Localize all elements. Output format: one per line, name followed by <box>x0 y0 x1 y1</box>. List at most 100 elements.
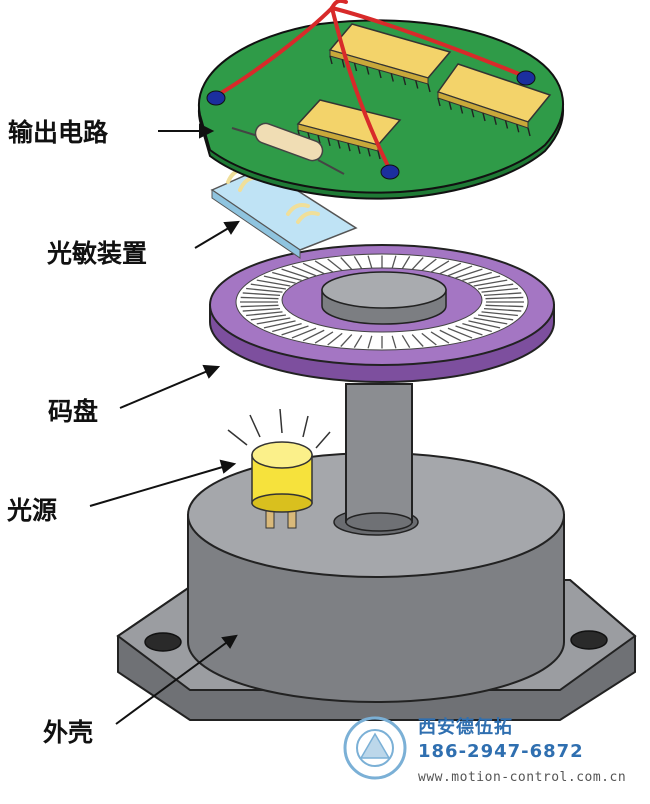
label-housing: 外壳 <box>43 718 94 747</box>
label-photosensitive-device: 光敏装置 <box>47 239 148 268</box>
disc-slot <box>240 296 279 300</box>
disc-slot <box>256 279 291 287</box>
disc-slot <box>401 335 411 348</box>
disc-slot <box>367 255 373 269</box>
disc-slot <box>281 268 309 279</box>
disc-slot <box>455 325 483 336</box>
watermark-logo-icon <box>343 716 407 780</box>
chip-pin <box>329 55 333 65</box>
disc-slot <box>263 320 296 329</box>
disc-slot <box>272 322 302 333</box>
disc-slot <box>468 320 501 329</box>
chip-top <box>328 23 452 85</box>
disc-slot <box>250 283 287 290</box>
photosensitive-sensor <box>210 167 358 259</box>
chip-pin <box>327 137 331 147</box>
shaft <box>345 383 413 532</box>
disc-slot <box>430 331 450 344</box>
disc-slot <box>250 314 287 321</box>
chip-pin <box>448 101 452 110</box>
chip-pins <box>297 55 531 160</box>
disc-slot <box>462 322 492 333</box>
chip-pin <box>437 97 441 107</box>
disc-slot <box>477 283 514 290</box>
disc-slot <box>242 307 281 312</box>
chip-pin <box>353 62 358 72</box>
disc-slot <box>483 307 522 312</box>
disc-slot <box>256 317 291 325</box>
disc-slot <box>240 304 279 308</box>
chip-pin <box>341 59 345 68</box>
label-output-circuit: 输出电路 <box>8 118 109 147</box>
disc-slot <box>483 292 522 297</box>
disc-slot <box>473 279 508 287</box>
disc-slot <box>340 334 353 347</box>
wires <box>214 0 526 172</box>
disc-slot <box>291 327 317 339</box>
leader-arrows <box>89 123 240 725</box>
chip-pin <box>390 73 394 82</box>
chip-pin <box>357 145 361 154</box>
disc-slot <box>421 332 437 346</box>
chip-pin <box>516 124 520 133</box>
disc-slot <box>314 331 334 344</box>
chip-pin <box>415 80 419 89</box>
chip-pin <box>427 83 431 93</box>
disc-slot <box>411 334 424 347</box>
chip-right <box>436 63 552 129</box>
disc-slot <box>468 275 501 284</box>
disc-slot <box>340 257 353 270</box>
disc-slot <box>314 260 334 273</box>
disc-slot <box>439 262 462 275</box>
chip-pin <box>366 66 370 75</box>
chip-pin <box>367 148 371 157</box>
watermark-url: www.motion-control.com.cn <box>418 770 627 785</box>
disc-slot <box>462 271 492 282</box>
output-circuit-board <box>197 0 564 200</box>
disc-slot <box>485 304 524 308</box>
disc-slot <box>367 335 373 349</box>
disc-slot <box>401 256 411 269</box>
disc-slot <box>421 258 437 272</box>
disc-slot <box>485 296 524 300</box>
chip-pin <box>377 150 381 160</box>
chip-pin <box>347 142 351 152</box>
disc-slot <box>447 265 473 277</box>
disc-slot <box>447 327 473 339</box>
disc-slot <box>430 260 450 273</box>
disc-slot <box>353 335 363 348</box>
disc-slot <box>291 265 317 277</box>
disc-slot-ring <box>240 255 524 349</box>
chip-pin <box>378 69 382 79</box>
disc-slot <box>411 257 424 270</box>
disc-slot <box>481 287 518 293</box>
chip-pin <box>337 140 341 149</box>
chip-pin <box>317 135 321 144</box>
chip-pin <box>459 105 464 114</box>
disc-slot <box>391 255 397 269</box>
disc-slot <box>353 256 363 269</box>
disc-slot <box>272 271 302 282</box>
chip-pin <box>493 116 497 125</box>
disc-slot <box>246 311 283 317</box>
resistor <box>231 122 345 175</box>
disc-slot <box>302 262 325 275</box>
disc-slot <box>242 292 281 297</box>
label-light-source: 光源 <box>7 496 58 525</box>
disc-slot <box>455 268 483 279</box>
chip-pin <box>527 127 531 137</box>
chip-pin <box>471 109 475 118</box>
watermark-company: 西安德伍拓 <box>418 717 513 738</box>
disc-slot <box>391 335 397 349</box>
led-light-source <box>227 408 331 529</box>
chip-pin <box>402 76 407 86</box>
disc-slot <box>327 332 343 346</box>
code-disc <box>209 244 555 383</box>
watermark-phone: 186-2947-6872 <box>418 741 584 762</box>
disc-slot <box>327 258 343 272</box>
chip-pin <box>504 120 509 129</box>
disc-slot <box>302 329 325 342</box>
disc-slot <box>477 314 514 321</box>
